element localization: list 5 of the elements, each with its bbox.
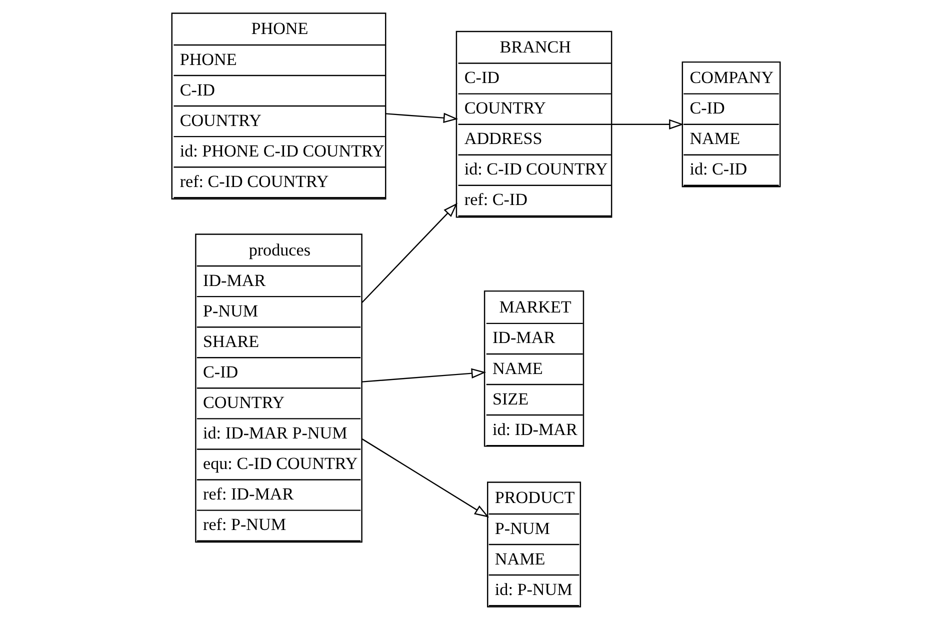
arrow	[362, 368, 486, 382]
arrow	[385, 112, 458, 123]
arrow	[361, 438, 489, 518]
arrow	[361, 202, 458, 303]
arrow	[611, 119, 684, 130]
